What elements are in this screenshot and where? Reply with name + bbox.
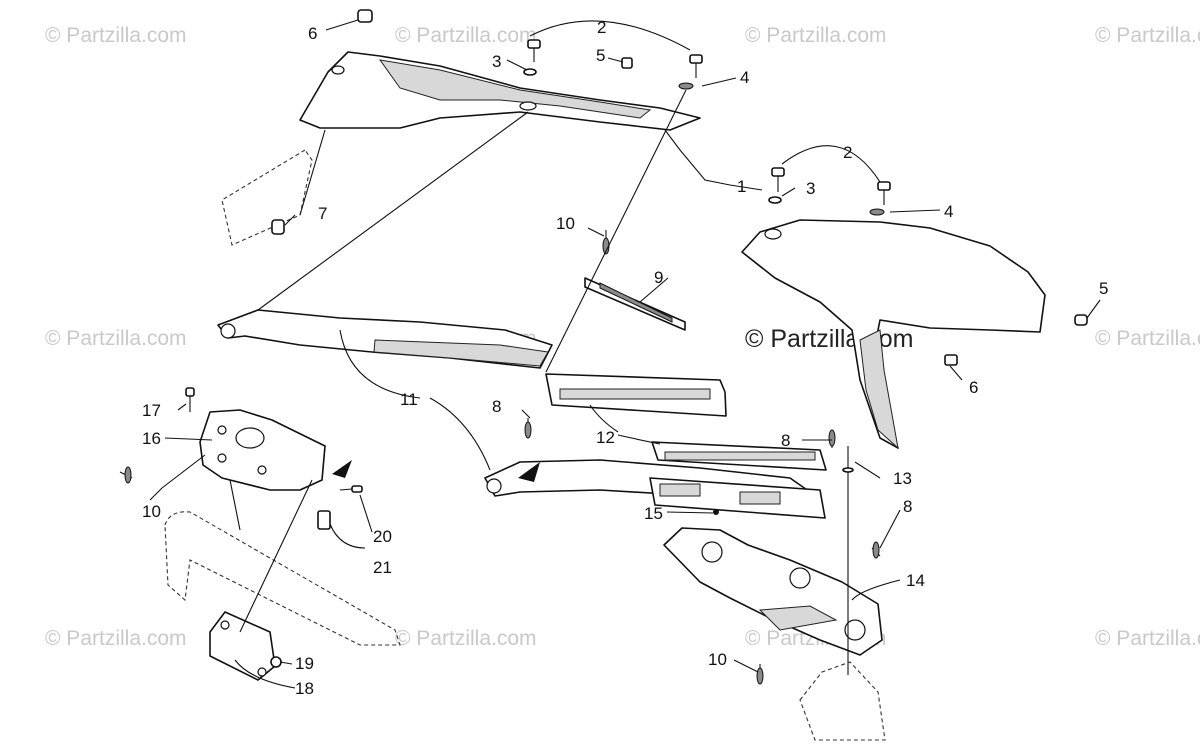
callout-label-20: 20 [373,527,392,546]
callout-label-10: 10 [142,502,161,521]
left-support-arm[interactable] [217,309,553,369]
arrow-marker [332,460,352,478]
callout-label-10: 10 [708,650,727,669]
callout-label-2: 2 [843,143,852,162]
watermark-text: © Partzilla.com [1095,24,1200,47]
callout-label-19: 19 [295,654,314,673]
leader-lines [149,19,1101,689]
left-upper-shield[interactable] [299,51,701,131]
watermark-text: © Partzilla.com [745,24,887,47]
bracket-12-right[interactable] [649,441,827,519]
callout-labels: 6 2 3 5 4 2 3 1 4 5 6 7 10 9 11 8 12 8 1… [142,18,1108,698]
callout-label-15: 15 [644,504,663,523]
rivets[interactable] [119,230,881,685]
lower-plate-14[interactable] [663,527,883,656]
plate-18[interactable] [209,611,276,681]
watermark-text: © Partzilla.com [1095,627,1200,650]
callout-label-17: 17 [142,401,161,420]
callout-label-5: 5 [596,46,605,65]
fastener-bolts[interactable] [185,9,1088,668]
watermark-text: © Partzilla.com [395,24,537,47]
callout-label-1: 1 [737,177,746,196]
direction-arrows [332,460,540,482]
callout-label-8: 8 [492,397,501,416]
watermark-text: © Partzilla.com [395,627,537,650]
bracket-12-left[interactable] [545,373,727,417]
watermark-text: © Partzilla.com [45,327,187,350]
watermark-text: © Partzilla.com [45,24,187,47]
callout-label-2: 2 [597,18,606,37]
callout-label-18: 18 [295,679,314,698]
reference-frame-outlines [164,149,886,741]
callout-label-14: 14 [906,571,925,590]
callout-label-13: 13 [893,469,912,488]
callout-label-9: 9 [654,268,663,287]
callout-label-3: 3 [806,179,815,198]
callout-label-3: 3 [492,52,501,71]
watermark-text: © Partzilla.com [45,627,187,650]
callout-label-4: 4 [740,68,749,87]
callout-label-16: 16 [142,429,161,448]
callout-label-7: 7 [318,204,327,223]
callout-label-10: 10 [556,214,575,233]
callout-label-8: 8 [903,497,912,516]
right-side-shield[interactable] [741,219,1046,450]
callout-label-5: 5 [1099,279,1108,298]
callout-label-8: 8 [781,431,790,450]
arrow-marker [518,462,540,482]
callout-label-6: 6 [308,24,317,43]
callout-label-4: 4 [944,202,953,221]
callout-label-6: 6 [969,378,978,397]
callout-label-21: 21 [373,558,392,577]
callout-label-12: 12 [596,428,615,447]
callout-label-11: 11 [400,390,418,409]
watermark-main-text: © Partzilla.com [745,325,913,353]
watermark-text: © Partzilla.com [1095,327,1200,350]
mount-bracket-16[interactable] [199,409,326,491]
reinforcement-strip-9[interactable] [584,277,686,331]
